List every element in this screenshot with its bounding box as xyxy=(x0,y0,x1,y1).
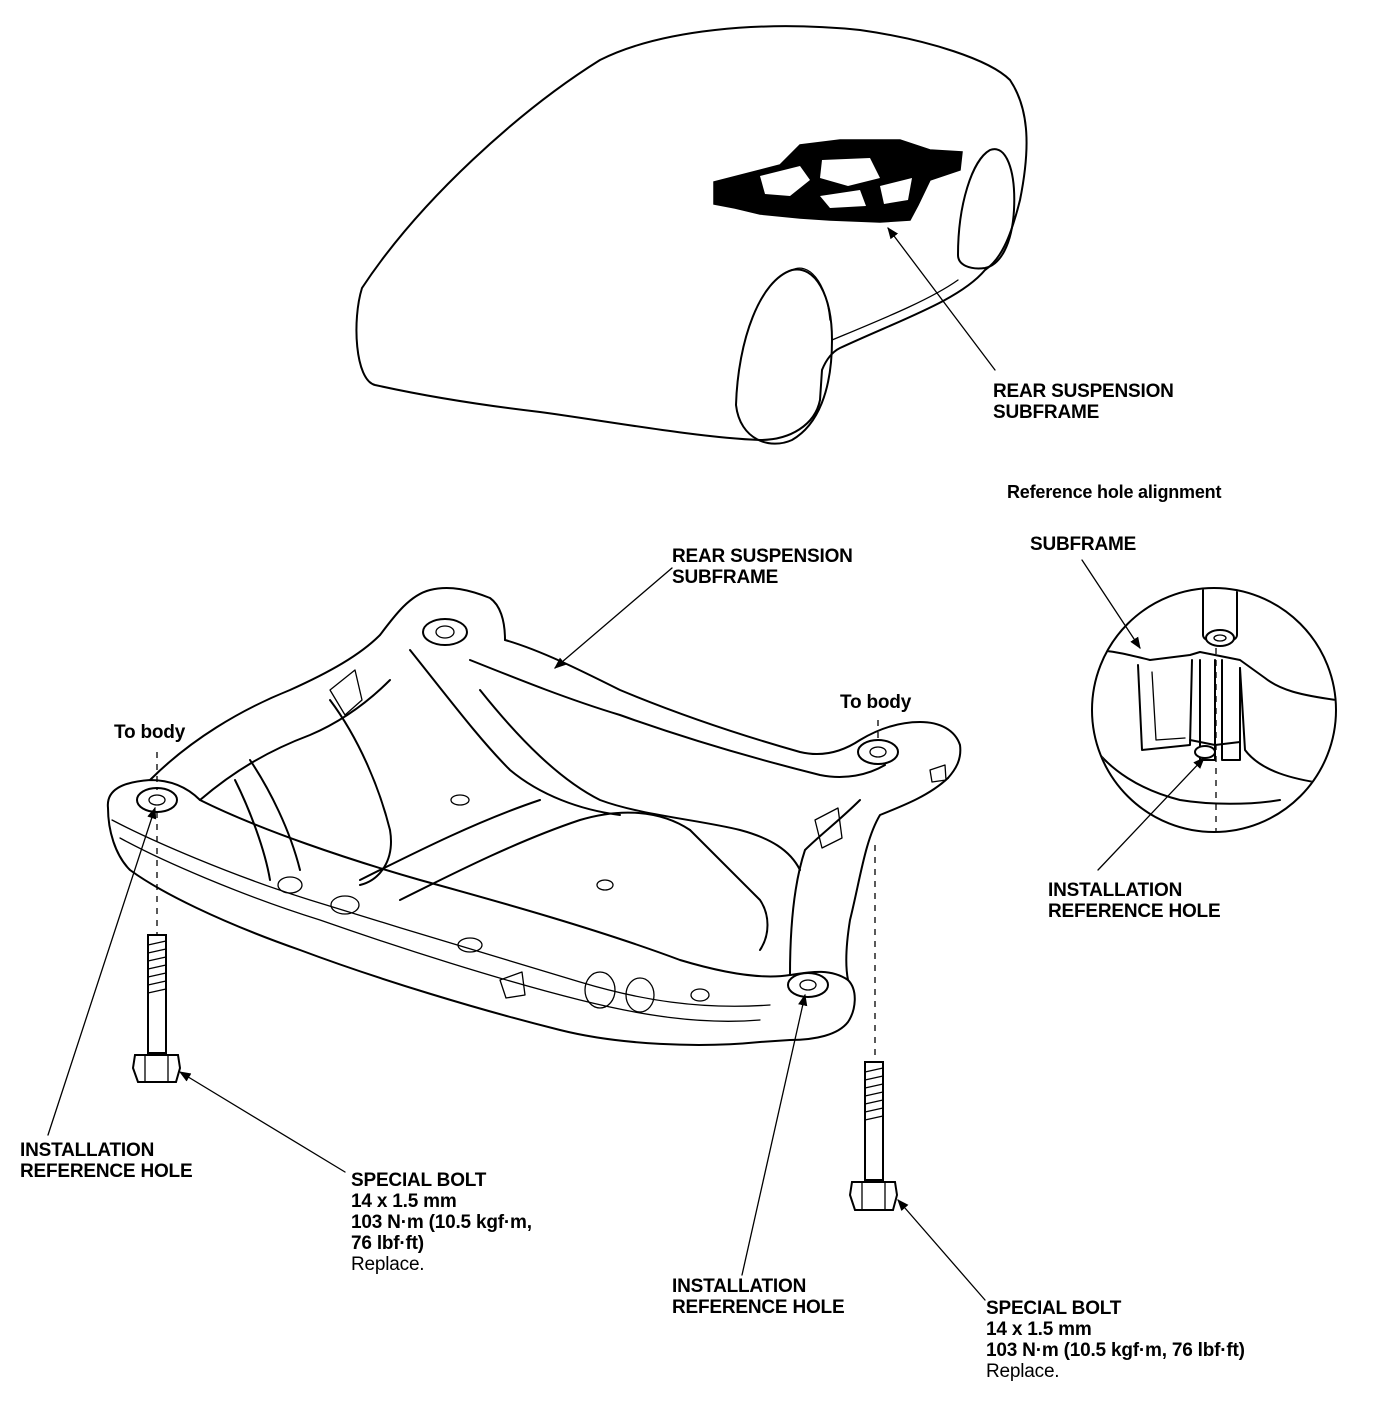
right-bolt-name: SPECIAL BOLT xyxy=(986,1298,1122,1319)
top-subframe-label-line2: SUBFRAME xyxy=(993,402,1100,423)
top-subframe-label-line1: REAR SUSPENSION xyxy=(993,381,1174,402)
subframe-illustration xyxy=(106,587,962,1046)
left-bolt-name: SPECIAL BOLT xyxy=(351,1170,487,1191)
left-ref-hole-line2: REFERENCE HOLE xyxy=(20,1161,193,1182)
right-bolt-label: SPECIAL BOLT 14 x 1.5 mm 103 N·m (10.5 k… xyxy=(986,1298,1245,1382)
right-bolt-size: 14 x 1.5 mm xyxy=(986,1319,1092,1340)
detail-ref-hole-label: INSTALLATION REFERENCE HOLE xyxy=(1048,880,1221,922)
left-ref-hole-line1: INSTALLATION xyxy=(20,1140,155,1161)
center-ref-hole-label: INSTALLATION REFERENCE HOLE xyxy=(672,1276,845,1318)
right-bolt-note: Replace. xyxy=(986,1361,1060,1382)
leader-right-bolt xyxy=(897,1199,986,1301)
detail-subframe-label: SUBFRAME xyxy=(1030,534,1137,555)
top-subframe-label: REAR SUSPENSION SUBFRAME xyxy=(993,381,1174,423)
to-body-right-label: To body xyxy=(840,692,912,713)
frame-subframe-label: REAR SUSPENSION SUBFRAME xyxy=(672,546,853,588)
leader-left-ref-hole xyxy=(47,806,157,1136)
right-bolt-torque: 103 N·m (10.5 kgf·m, 76 lbf·ft) xyxy=(986,1340,1245,1361)
center-ref-hole-line1: INSTALLATION xyxy=(672,1276,807,1297)
left-bolt-torque-line2: 76 lbf·ft) xyxy=(351,1233,424,1254)
detail-title: Reference hole alignment xyxy=(1007,482,1222,502)
leader-frame-subframe xyxy=(554,567,673,669)
frame-subframe-label-line1: REAR SUSPENSION xyxy=(672,546,853,567)
detail-ref-hole-line2: REFERENCE HOLE xyxy=(1048,901,1221,922)
leader-detail-ref-hole xyxy=(1097,757,1205,871)
left-bolt-note: Replace. xyxy=(351,1254,425,1275)
leader-center-ref-hole xyxy=(741,993,808,1276)
left-bolt-size: 14 x 1.5 mm xyxy=(351,1191,457,1212)
to-body-left-label: To body xyxy=(114,722,186,743)
left-ref-hole-label: INSTALLATION REFERENCE HOLE xyxy=(20,1140,193,1182)
left-bolt-torque-line1: 103 N·m (10.5 kgf·m, xyxy=(351,1212,532,1233)
right-special-bolt xyxy=(848,1061,899,1211)
reference-hole-detail xyxy=(1091,587,1337,833)
leader-left-bolt xyxy=(178,1071,346,1173)
detail-ref-hole-line1: INSTALLATION xyxy=(1048,880,1183,901)
left-bolt-label: SPECIAL BOLT 14 x 1.5 mm 103 N·m (10.5 k… xyxy=(351,1170,532,1275)
leader-top-subframe xyxy=(887,227,996,371)
center-ref-hole-line2: REFERENCE HOLE xyxy=(672,1297,845,1318)
frame-subframe-label-line2: SUBFRAME xyxy=(672,567,779,588)
car-illustration xyxy=(355,25,1028,445)
leader-detail-subframe xyxy=(1081,559,1141,649)
left-special-bolt xyxy=(131,934,182,1083)
